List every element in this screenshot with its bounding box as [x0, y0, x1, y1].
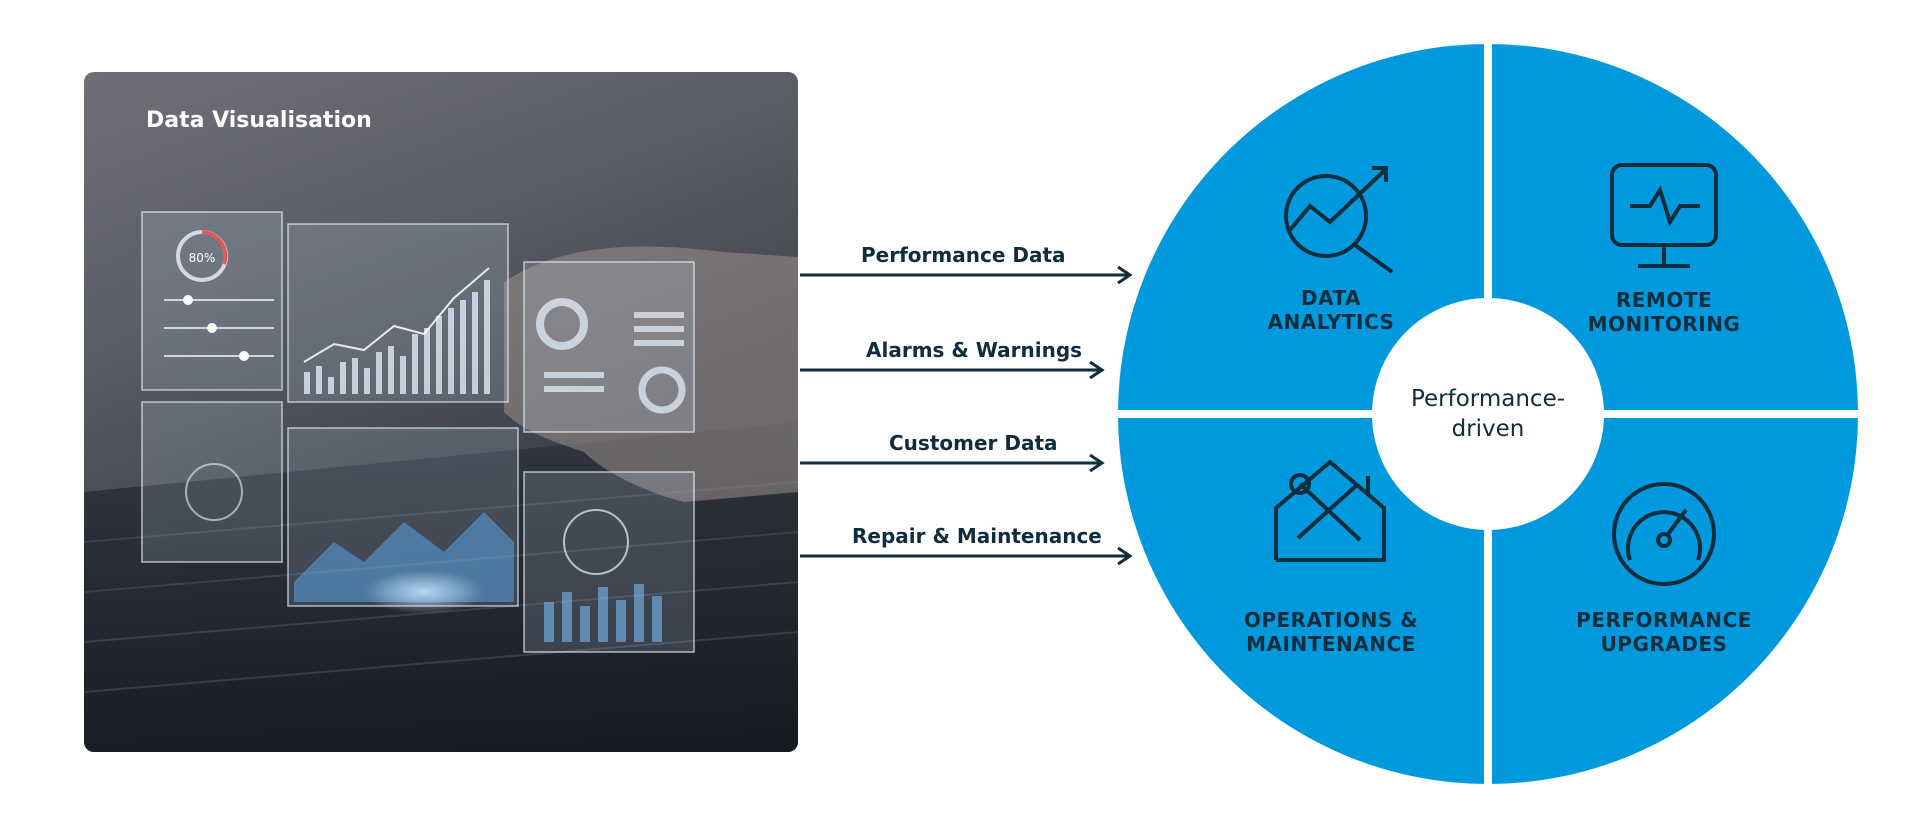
center-label: Performance- driven	[1410, 386, 1566, 442]
flow-label-customer-data: Customer Data	[889, 431, 1058, 455]
gauge-text: 80%	[189, 251, 216, 265]
gauge-icon	[1612, 482, 1716, 586]
quadrant-label-data-analytics: DATA ANALYTICS	[1267, 286, 1395, 334]
quadrant-label-performance-upgrades: PERFORMANCE UPGRADES	[1576, 608, 1752, 656]
photo-title: Data Visualisation	[146, 108, 372, 133]
flow-label-performance-data: Performance Data	[861, 243, 1066, 267]
quadrant-label-remote-monitoring: REMOTE MONITORING	[1587, 288, 1741, 336]
flow-label-alarms-warnings: Alarms & Warnings	[866, 338, 1083, 362]
flow-label-repair-maintenance: Repair & Maintenance	[852, 524, 1102, 548]
quadrant-label-operations-maintenance: OPERATIONS & MAINTENANCE	[1243, 608, 1419, 656]
data-visualisation-image: 80%	[84, 72, 798, 752]
monitor-icon	[1610, 163, 1718, 268]
analytics-magnifier-icon	[1284, 166, 1394, 274]
center-circle	[1372, 298, 1604, 530]
house-tools-icon	[1274, 459, 1386, 562]
holographic-dashboard-illustration: 80%	[84, 211, 798, 752]
